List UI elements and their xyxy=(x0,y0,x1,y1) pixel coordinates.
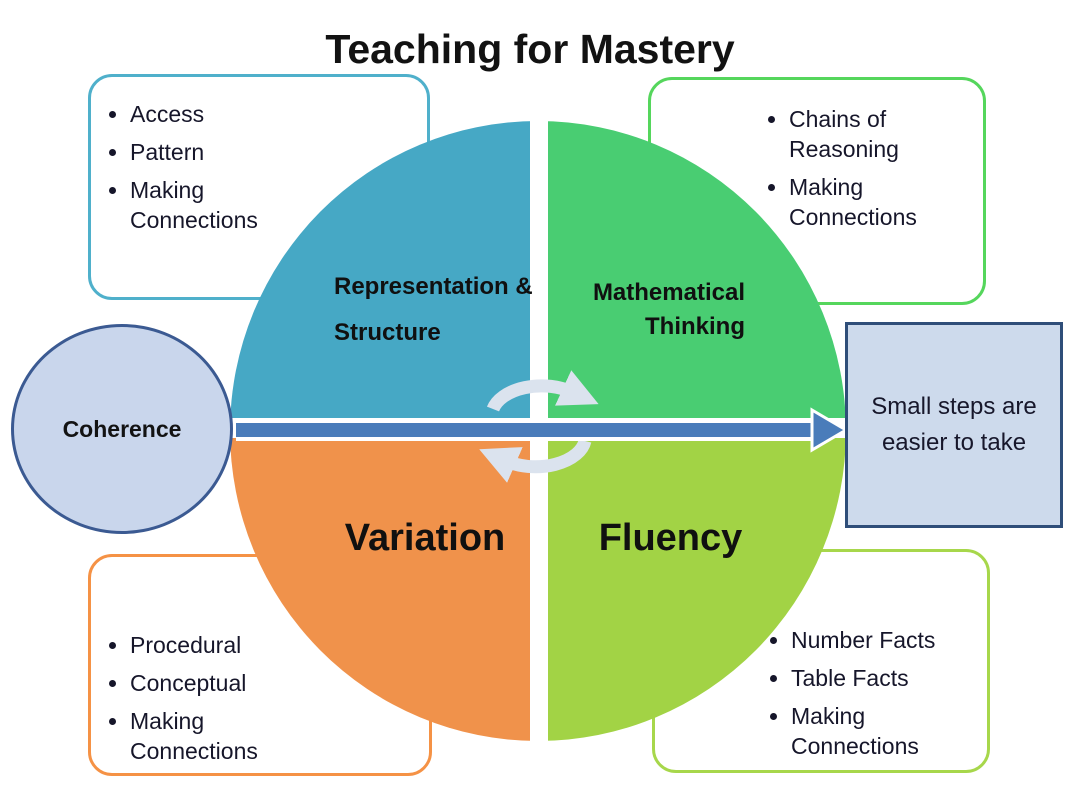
list-item: Access xyxy=(130,99,335,129)
list-item: Pattern xyxy=(130,137,335,167)
list-item: Conceptual xyxy=(130,668,335,698)
quadrant-label-mathematical-thinking: Mathematical Thinking xyxy=(592,279,745,340)
quadrant-mathematical-thinking xyxy=(548,121,846,418)
cycle-arrows-icon xyxy=(479,370,599,483)
coherence-circle: Coherence xyxy=(11,324,233,534)
small-steps-label: Small steps are easier to take xyxy=(871,393,1037,456)
coherence-label: Coherence xyxy=(62,415,182,442)
callout-list: Procedural Conceptual Making Connections xyxy=(104,630,335,766)
small-steps-box: Small steps are easier to take xyxy=(845,322,1063,528)
quadrant-fluency xyxy=(548,438,846,741)
quadrant-label-fluency: Fluency xyxy=(598,517,743,559)
quadrant-label-variation: Variation xyxy=(344,517,506,559)
quadrant-label-representation-structure: Representation & Structure xyxy=(334,273,533,346)
list-item: Procedural xyxy=(130,630,335,660)
flow-arrow xyxy=(236,407,849,453)
mastery-circle xyxy=(230,121,846,741)
diagram-title: Teaching for Mastery xyxy=(325,26,735,72)
list-item: Making Connections xyxy=(130,706,335,766)
quadrant-representation-structure xyxy=(230,121,530,418)
quadrant-variation xyxy=(230,438,530,741)
